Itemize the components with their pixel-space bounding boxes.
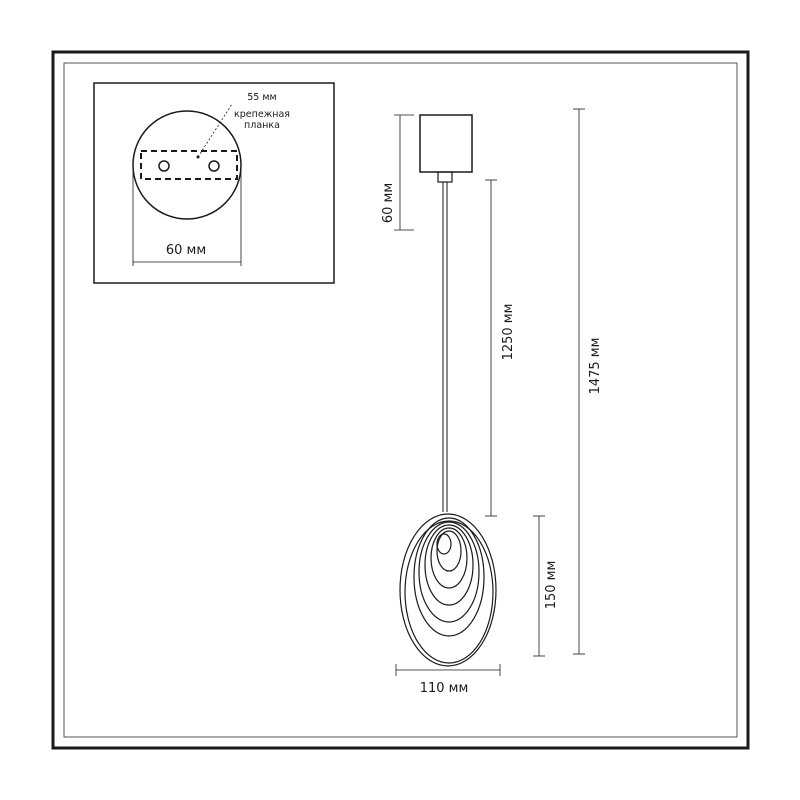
- total-height-dimension: 1475 мм: [573, 108, 603, 655]
- total-height-label: 1475 мм: [588, 338, 603, 395]
- bracket-hole-left: [158, 160, 170, 172]
- leader-line: [197, 103, 233, 158]
- bracket-width-label: 55 мм: [247, 92, 276, 103]
- shade-width-dimension: 110 мм: [395, 664, 501, 696]
- bracket-caption-line2: планка: [244, 120, 280, 131]
- shell-shade: [399, 513, 497, 667]
- canopy-top-view-panel: 55 мм крепежная планка 60 мм: [93, 82, 335, 284]
- shade-height-dimension: 150 мм: [533, 515, 559, 657]
- canopy-diameter-dimension: 60 мм: [132, 170, 242, 266]
- canopy-diameter-label: 60 мм: [166, 243, 206, 258]
- canopy-height-dimension: 60 мм: [381, 114, 414, 231]
- cable-length-dimension: 1250 мм: [485, 179, 516, 517]
- shade-height-label: 150 мм: [544, 561, 559, 610]
- shade-width-label: 110 мм: [420, 681, 469, 696]
- cable-grip: [437, 171, 453, 183]
- bracket-hole-right: [208, 160, 220, 172]
- bracket-caption-line1: крепежная: [234, 109, 290, 120]
- canopy-height-label: 60 мм: [381, 183, 396, 223]
- mounting-bracket: [140, 150, 238, 180]
- inner-frame: [63, 62, 738, 738]
- pendant-side-view: 60 мм 1250 мм 150 мм 1475 мм: [381, 108, 603, 696]
- outer-frame: [51, 50, 750, 750]
- canopy-body: [419, 114, 473, 173]
- inset-box: [93, 82, 335, 284]
- canopy-circle: [132, 110, 242, 220]
- cable-length-label: 1250 мм: [501, 304, 516, 361]
